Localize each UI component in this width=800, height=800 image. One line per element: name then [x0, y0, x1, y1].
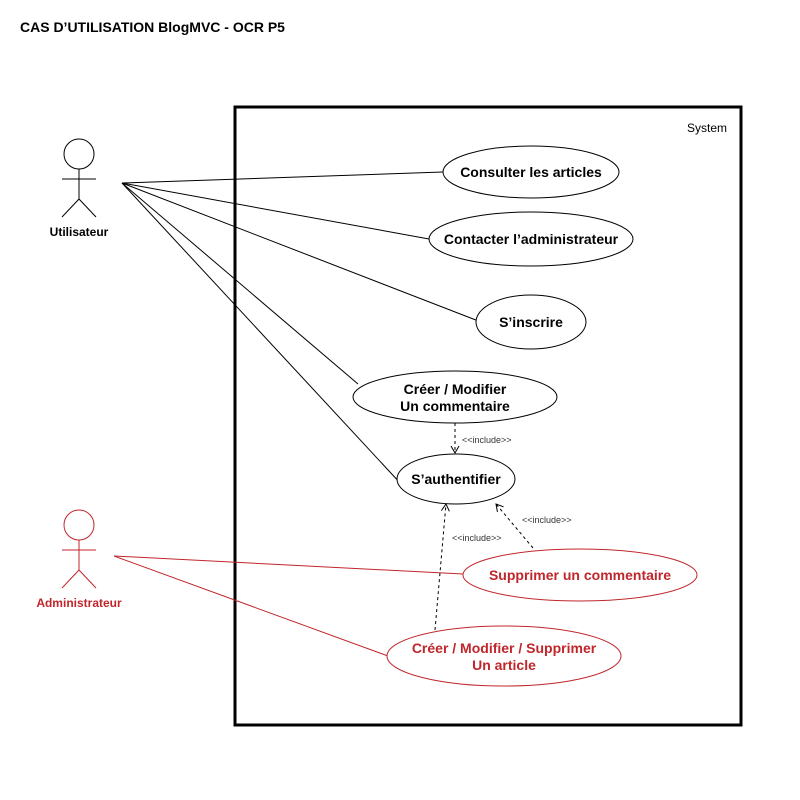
usecase-authenticate[interactable]: S’authentifier [396, 453, 516, 505]
assoc-admin-delete-comment [113, 555, 464, 575]
include-label-comment: <<include>> [462, 435, 512, 445]
usecase-delete-comment[interactable]: Supprimer un commentaire [462, 548, 698, 602]
include-label-delete: <<include>> [522, 515, 572, 525]
system-boundary [233, 105, 743, 727]
assoc-user-consult [121, 171, 444, 184]
usecase-label: Consulter les articles [460, 164, 602, 180]
usecase-label-line2: Un commentaire [400, 398, 510, 414]
system-label: System [687, 121, 727, 135]
actor-label-utilisateur: Utilisateur [50, 225, 109, 239]
assoc-user-signup [121, 182, 482, 323]
user-associations [121, 171, 482, 486]
usecase-label: Contacter l’administrateur [444, 231, 619, 247]
usecase-label-line2: Un article [472, 657, 536, 673]
actor-head-icon [63, 138, 95, 170]
actor-utilisateur[interactable] [61, 138, 97, 218]
usecase-label-line1: Créer / Modifier [404, 381, 507, 397]
actor-head-icon [63, 509, 95, 541]
include-label-article: <<include>> [452, 533, 502, 543]
usecase-label: S’authentifier [411, 471, 501, 487]
usecase-consult-articles[interactable]: Consulter les articles [442, 145, 620, 199]
include-delete-auth [495, 503, 534, 549]
assoc-user-contact [121, 182, 430, 240]
diagram-title: CAS D’UTILISATION BlogMVC - OCR P5 [20, 19, 285, 35]
usecase-contact-admin[interactable]: Contacter l’administrateur [428, 211, 634, 267]
actor-label-administrateur: Administrateur [36, 596, 122, 610]
assoc-admin-manage-article [113, 555, 389, 657]
include-article-auth [434, 502, 450, 631]
usecase-label-line1: Créer / Modifier / Supprimer [412, 640, 597, 656]
usecase-label: S’inscrire [499, 314, 563, 330]
include-relations [434, 423, 534, 631]
admin-associations [113, 555, 464, 657]
usecase-manage-article[interactable]: Créer / Modifier / Supprimer Un article [386, 625, 622, 687]
usecase-signup[interactable]: S’inscrire [475, 294, 587, 350]
usecase-edit-comment[interactable]: Créer / Modifier Un commentaire [352, 370, 558, 424]
assoc-user-auth [121, 182, 403, 486]
assoc-user-comment [121, 182, 359, 385]
actor-administrateur[interactable] [61, 509, 97, 589]
usecase-label: Supprimer un commentaire [489, 567, 671, 583]
